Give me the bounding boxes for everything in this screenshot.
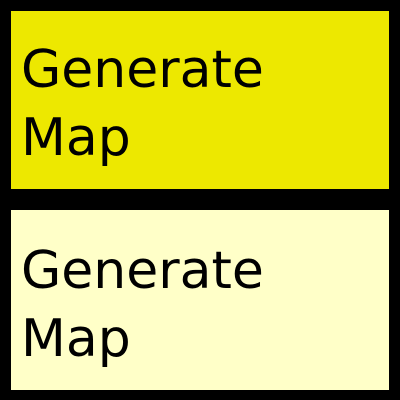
- generate-map-label-line1: Generate: [21, 241, 264, 301]
- generate-map-button-active[interactable]: Generate Map: [11, 11, 389, 189]
- generate-map-button[interactable]: Generate Map: [11, 210, 389, 390]
- generate-map-label-line2: Map: [21, 309, 131, 369]
- generate-map-label-line1: Generate: [21, 40, 264, 100]
- generate-map-label-line2: Map: [21, 108, 131, 168]
